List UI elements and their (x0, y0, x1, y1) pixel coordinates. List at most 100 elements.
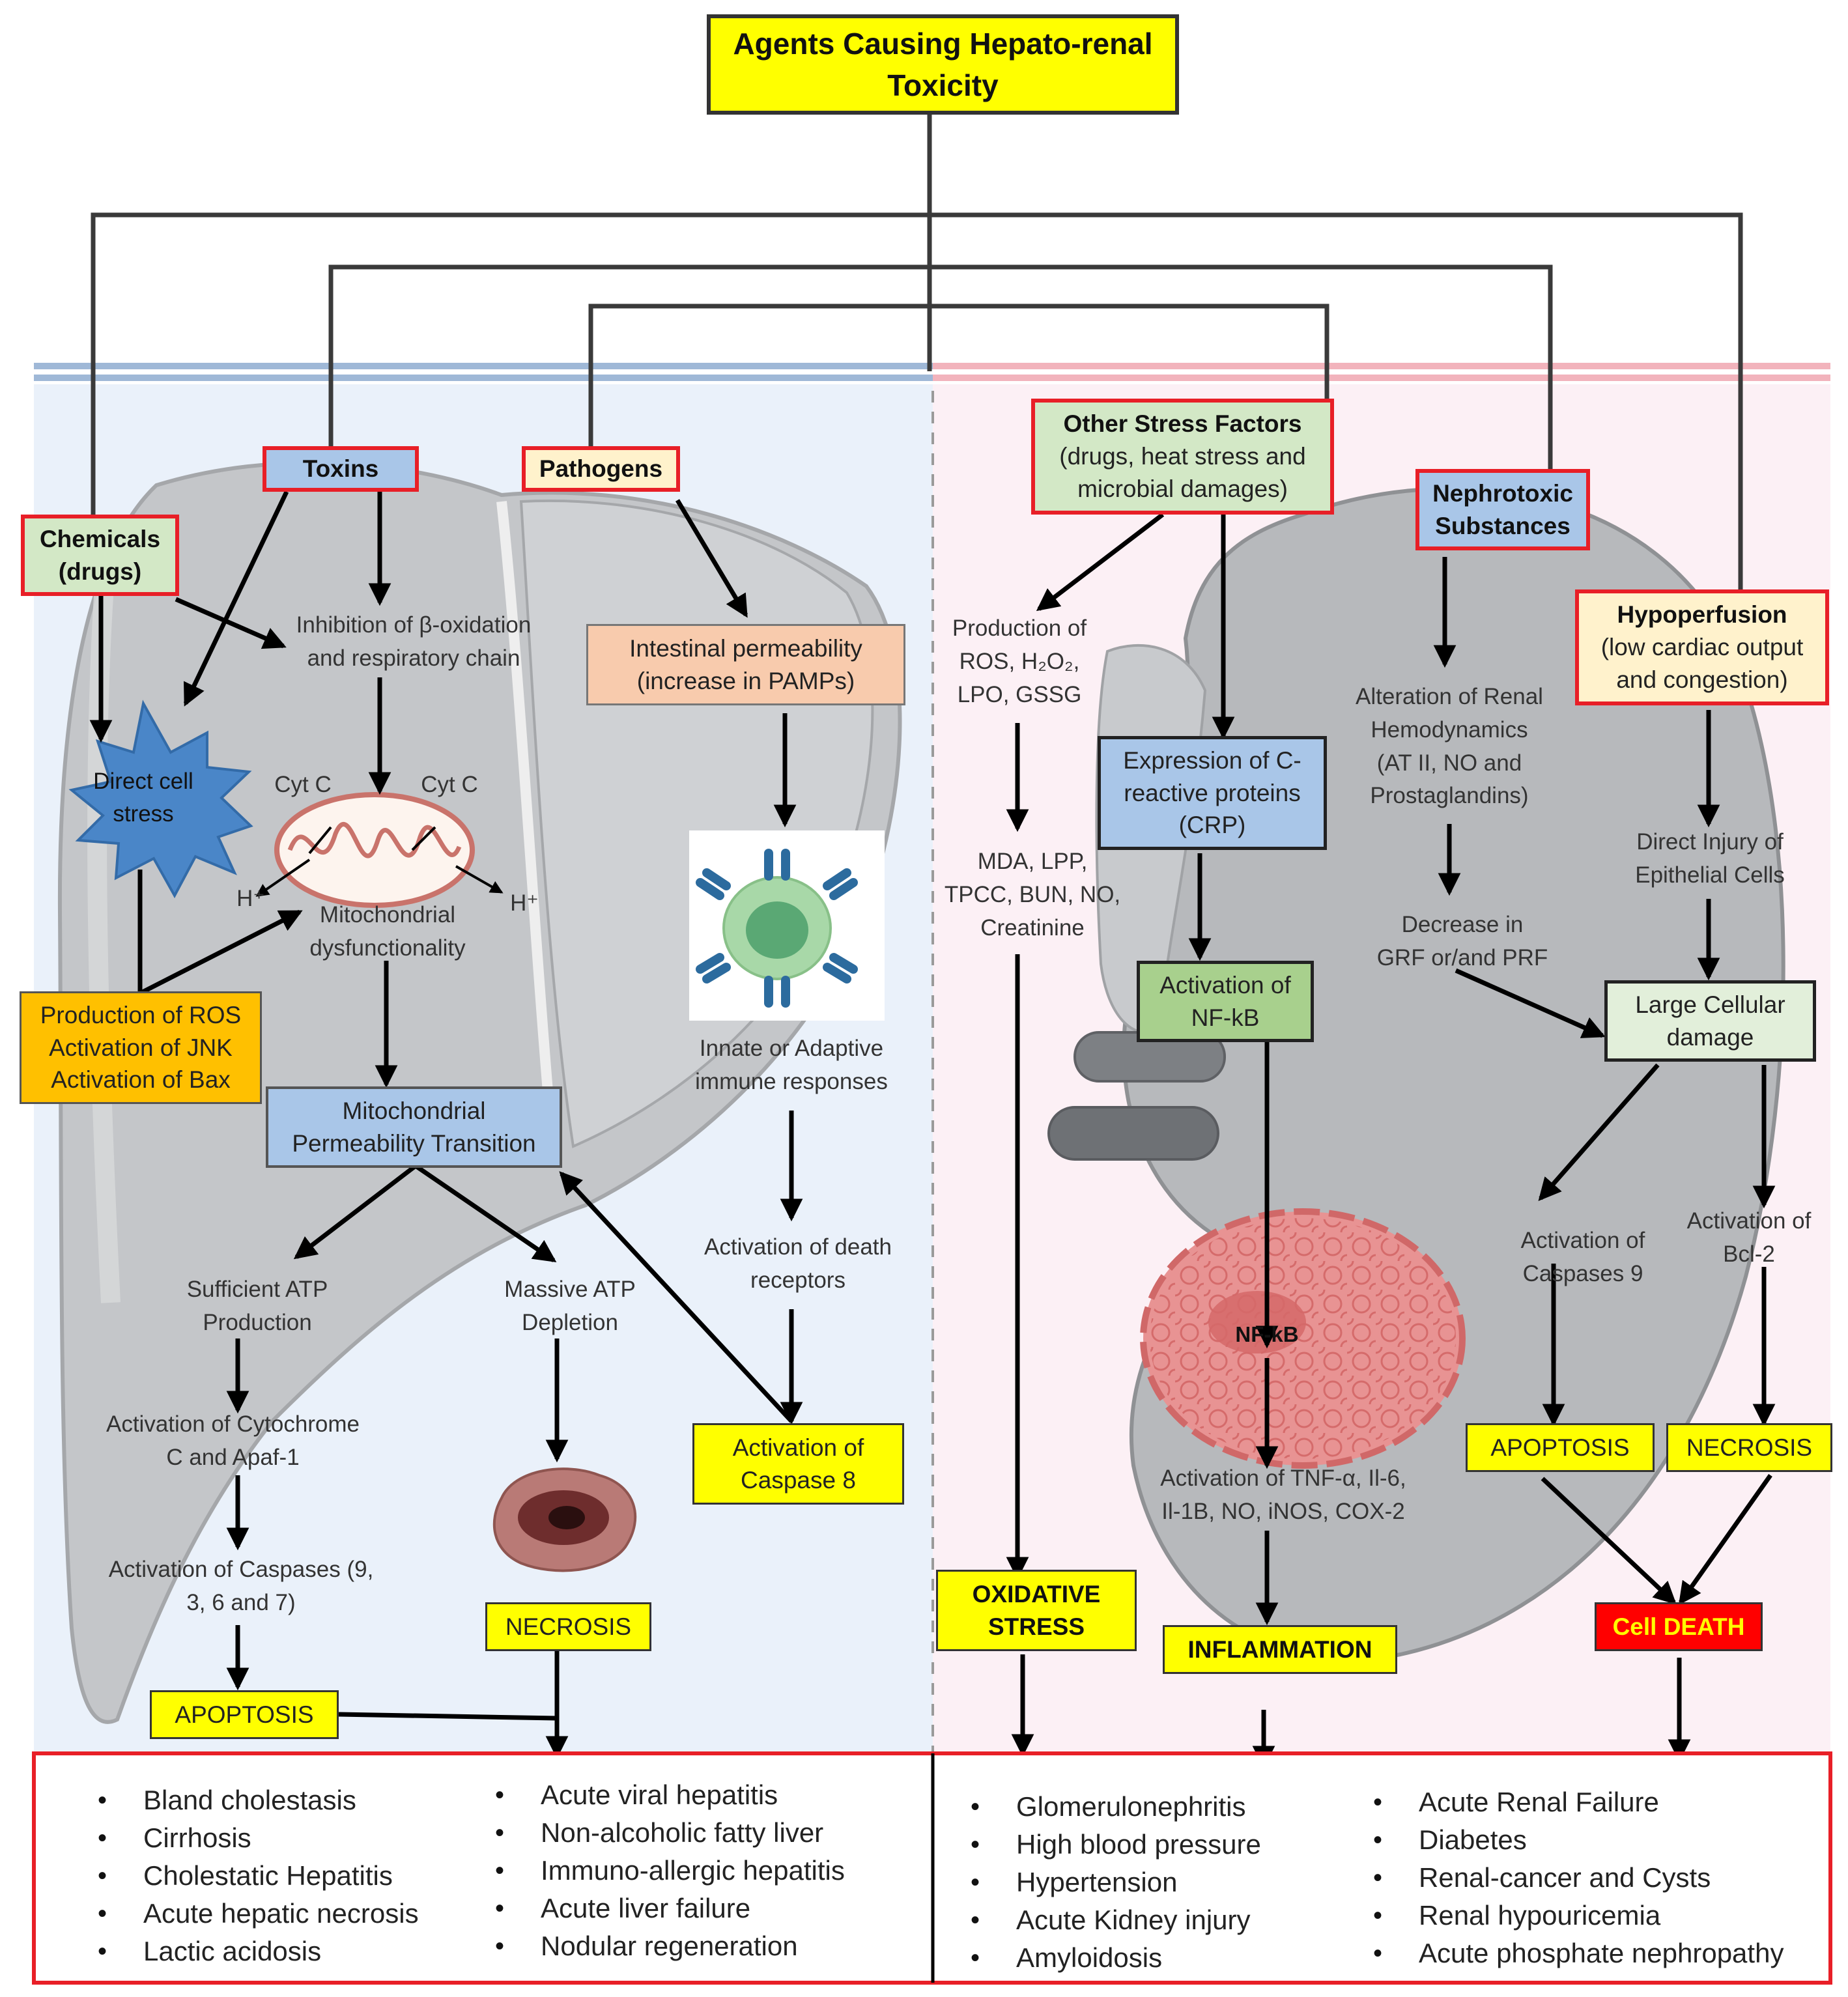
list-item: Amyloidosis (971, 1939, 1261, 1977)
inhibition-text: Inhibition of β-oxidation and respirator… (296, 612, 532, 671)
oxidative-line-1: OXIDATIVE (972, 1580, 1101, 1608)
list-item: Nodular regeneration (495, 1927, 845, 1965)
list-item: Diabetes (1373, 1821, 1784, 1859)
liver-apoptosis-box: APOPTOSIS (150, 1690, 339, 1739)
chemicals-box: Chemicals (drugs) (21, 515, 179, 596)
ros-line-2: Activation of JNK (49, 1034, 233, 1061)
h-plus-right: H⁺ (510, 890, 539, 916)
list-item: Renal-cancer and Cysts (1373, 1859, 1784, 1897)
nfkb-line-1: Activation of (1159, 971, 1291, 998)
large-damage-box: Large Cellular damage (1604, 980, 1816, 1062)
chemicals-sub: (drugs) (58, 558, 142, 585)
crp-box: Expression of C- reactive proteins (CRP) (1098, 736, 1327, 850)
other-stress-line-2: (drugs, heat stress and (1059, 443, 1306, 470)
kidney-apoptosis-label: APOPTOSIS (1490, 1434, 1630, 1461)
nephrotoxic-box: Nephrotoxic Substances (1415, 469, 1590, 550)
cytochrome-text: Activation of Cytochrome C and Apaf-1 (106, 1411, 360, 1470)
list-item: Glomerulonephritis (971, 1788, 1261, 1826)
inflammation-box: INFLAMMATION (1163, 1625, 1397, 1674)
ros-box: Production of ROS Activation of JNK Acti… (20, 991, 262, 1104)
oxidative-stress-box: OXIDATIVE STRESS (936, 1570, 1137, 1651)
mitochondrion-icon (274, 792, 475, 908)
caspases-text: Activation of Caspases (9, 3, 6 and 7) (108, 1557, 374, 1615)
death-receptors-text: Activation of death receptors (704, 1234, 892, 1293)
chemicals-label: Chemicals (39, 525, 161, 552)
mda-text: MDA, LPP, TPCC, BUN, NO, Creatinine (944, 849, 1121, 941)
list-item: Acute Renal Failure (1373, 1783, 1784, 1821)
direct-cell-stress-label: Direct cell (93, 769, 193, 794)
kidney-diseases-col1: Glomerulonephritis High blood pressure H… (971, 1788, 1261, 1977)
list-item: Immuno-allergic hepatitis (495, 1852, 845, 1890)
other-stress-title: Other Stress Factors (1063, 410, 1302, 438)
hypoperfusion-title: Hypoperfusion (1617, 601, 1787, 629)
large-damage-line-2: damage (1666, 1023, 1754, 1051)
pathogens-box: Pathogens (522, 446, 680, 492)
immune-text: Innate or Adaptive immune responses (695, 1036, 888, 1094)
large-damage-line-1: Large Cellular (1635, 991, 1785, 1018)
hypoperfusion-box: Hypoperfusion (low cardiac output and co… (1575, 589, 1829, 705)
caspase8-box: Activation of Caspase 8 (692, 1423, 904, 1505)
liver-diseases-col2: Acute viral hepatitis Non-alcoholic fatt… (495, 1776, 845, 1965)
kidney-diseases-col2: Acute Renal Failure Diabetes Renal-cance… (1373, 1783, 1784, 1972)
tnf-text: Activation of TNF-α, Il-6, Il-1B, NO, iN… (1160, 1466, 1406, 1524)
nephrotoxic-line-1: Nephrotoxic (1432, 479, 1573, 507)
mpt-line-1: Mitochondrial (342, 1097, 486, 1124)
alteration-text: Alteration of Renal Hemodynamics (AT II,… (1356, 684, 1543, 809)
nfkb-label: NF-kB (1235, 1322, 1299, 1346)
list-item: High blood pressure (971, 1826, 1261, 1863)
inflammation-label: INFLAMMATION (1187, 1636, 1372, 1663)
intestinal-line-2: (increase in PAMPs) (636, 667, 855, 694)
list-item: Acute hepatic necrosis (98, 1895, 419, 1933)
direct-injury-text: Direct Injury of Epithelial Cells (1635, 829, 1785, 888)
list-item: Hypertension (971, 1863, 1261, 1901)
mpt-box: Mitochondrial Permeability Transition (266, 1086, 562, 1168)
toxins-label: Toxins (302, 455, 379, 483)
caspase8-line-1: Activation of (732, 1434, 864, 1461)
cell-death-box: Cell DEATH (1595, 1602, 1763, 1651)
ros-line-3: Activation of Bax (51, 1066, 231, 1094)
title-box: Agents Causing Hepato-renal Toxicity (707, 14, 1179, 115)
list-item: Lactic acidosis (98, 1933, 419, 1970)
pathogens-label: Pathogens (539, 455, 663, 483)
bcl2-text: Activation of Bcl-2 (1686, 1208, 1812, 1267)
mpt-line-2: Permeability Transition (292, 1129, 536, 1157)
mito-dysfunction-text: Mitochondrial dysfunctionality (309, 902, 466, 961)
hypoperfusion-line-3: and congestion) (1616, 666, 1788, 693)
list-item: Cholestatic Hepatitis (98, 1857, 419, 1895)
cell-death-label: Cell DEATH (1612, 1613, 1745, 1640)
direct-cell-stress-label-2: stress (113, 801, 174, 827)
liver-necrosis-box: NECROSIS (485, 1602, 651, 1651)
h-plus-left: H⁺ (236, 886, 265, 911)
crp-line-3: (CRP) (1178, 812, 1246, 839)
cyt-c-right: Cyt C (421, 772, 478, 797)
nfkb-box: Activation of NF-kB (1137, 961, 1314, 1042)
tree-connectors (91, 115, 1743, 602)
flow-arrows (89, 490, 1776, 1769)
list-item: Acute viral hepatitis (495, 1776, 845, 1814)
caspase8-line-2: Caspase 8 (741, 1466, 856, 1494)
crp-line-2: reactive proteins (1124, 779, 1301, 806)
list-item: Acute Kidney injury (971, 1901, 1261, 1939)
caspases9-text: Activation of Caspases 9 (1520, 1228, 1645, 1286)
crp-line-1: Expression of C- (1123, 746, 1301, 774)
cyt-c-left: Cyt C (274, 772, 332, 797)
kidney-necrosis-label: NECROSIS (1686, 1434, 1813, 1461)
oxidative-line-2: STRESS (988, 1613, 1085, 1640)
ros-line-1: Production of ROS (40, 1001, 242, 1028)
liver-necrosis-label: NECROSIS (505, 1613, 632, 1640)
list-item: Acute liver failure (495, 1890, 845, 1927)
kidney-apoptosis-box: APOPTOSIS (1466, 1423, 1655, 1472)
other-stress-box: Other Stress Factors (drugs, heat stress… (1031, 399, 1334, 515)
massive-atp-text: Massive ATP Depletion (504, 1277, 636, 1335)
hypoperfusion-line-2: (low cardiac output (1600, 634, 1804, 661)
liver-diseases-col1: Bland cholestasis Cirrhosis Cholestatic … (98, 1781, 419, 1970)
list-item: Acute phosphate nephropathy (1373, 1934, 1784, 1972)
list-item: Non-alcoholic fatty liver (495, 1814, 845, 1852)
necrotic-tissue-icon (492, 1467, 637, 1572)
title-line-2: Toxicity (887, 68, 999, 102)
nephrotoxic-line-2: Substances (1435, 512, 1571, 539)
decrease-text: Decrease in GRF or/and PRF (1376, 912, 1548, 970)
toxins-box: Toxins (263, 446, 419, 492)
other-stress-line-3: microbial damages) (1077, 475, 1288, 502)
